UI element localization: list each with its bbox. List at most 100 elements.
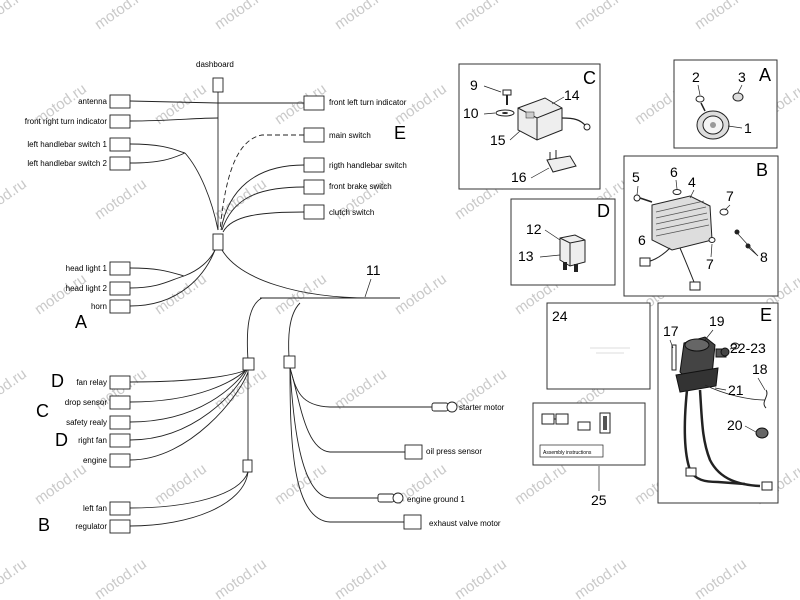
label-safety-realy: safety realy <box>66 418 107 427</box>
assembly-instructions-sheet <box>539 444 604 458</box>
label-engine: engine <box>83 456 108 465</box>
oil-press-sensor-connector <box>404 444 423 460</box>
fan-junction-connector <box>242 459 253 473</box>
label-harness-number: 11 <box>366 262 381 278</box>
watermark-text: motod.ru <box>151 270 209 318</box>
label-right-hb-switch: rigth handlebar switch <box>329 161 407 170</box>
engine-ground-terminal <box>377 493 395 503</box>
label-horn: horn <box>91 302 107 311</box>
watermark-text: motod.ru <box>571 0 629 33</box>
part-4-label: 4 <box>688 174 696 190</box>
watermark-text: motod.ru <box>271 270 329 318</box>
panel-C-letter: C <box>583 68 596 88</box>
part-7a-label: 7 <box>726 188 734 204</box>
part-1-label: 1 <box>744 120 752 136</box>
watermark-text: motod.ru <box>451 555 509 600</box>
watermark-text: motod.ru <box>391 270 449 318</box>
part-20-label: 20 <box>727 417 743 433</box>
watermark-text: motod.ru <box>451 0 509 33</box>
label-exhaust-valve-motor: exhaust valve motor <box>429 519 501 528</box>
watermark-text: motod.ru <box>31 460 89 508</box>
part-2-label: 2 <box>692 69 700 85</box>
letter-B-harness: B <box>38 515 50 535</box>
connector-kit-icon <box>541 412 611 434</box>
watermark-text: motod.ru <box>91 175 149 223</box>
letter-D-harness-2: D <box>55 430 68 450</box>
watermark-text: motod.ru <box>331 0 389 33</box>
assembly-instructions-label: Assembly instructions <box>543 450 592 456</box>
bolt-part-icon <box>633 189 751 249</box>
part-7b-label: 7 <box>706 256 714 272</box>
part-3-label: 3 <box>738 69 746 85</box>
harness-connectors <box>109 77 458 534</box>
left-hb-switch-2-connector <box>109 156 131 171</box>
label-front-left-turn: front left turn indicator <box>329 98 407 107</box>
head-light-2-connector <box>109 281 131 296</box>
harness-wires <box>129 92 432 527</box>
right-hb-switch-connector <box>303 157 325 173</box>
regulator-connector <box>109 519 131 534</box>
left-hb-switch-1-connector <box>109 137 131 152</box>
harness-labels: dashboard antenna front right turn indic… <box>25 60 505 535</box>
panel-B: B 5 6 4 6 7 7 8 <box>623 155 779 297</box>
part-21-label: 21 <box>728 382 744 398</box>
panel-A-letter: A <box>759 65 771 85</box>
label-right-fan: right fan <box>78 436 107 445</box>
part-12-label: 12 <box>526 221 542 237</box>
label-left-fan: left fan <box>83 504 107 513</box>
watermark-text: motod.ru <box>211 365 269 413</box>
wire-loop-icon <box>683 384 773 491</box>
watermark-text: motod.ru <box>691 555 749 600</box>
connector-part-icon <box>546 150 577 173</box>
panel-24: 24 <box>546 302 651 390</box>
horn-connector <box>109 299 131 314</box>
label-oil-press-sensor: oil press sensor <box>426 447 482 456</box>
safety-relay-connector <box>109 415 131 430</box>
sensor-body-icon <box>517 97 591 141</box>
label-head-light-1: head light 1 <box>66 264 108 273</box>
label-left-hb-switch-1: left handlebar switch 1 <box>27 140 107 149</box>
watermark-text: motod.ru <box>0 175 30 223</box>
part-16-label: 16 <box>511 169 527 185</box>
dashboard-junction-connector <box>212 233 224 251</box>
part-9-label: 9 <box>470 77 478 93</box>
panel-A: A 2 3 1 <box>673 59 778 149</box>
left-junction-connector <box>242 357 255 371</box>
drop-sensor-connector <box>109 395 131 410</box>
label-engine-ground-1: engine ground 1 <box>407 495 465 504</box>
panel-D: D 12 13 <box>510 198 616 286</box>
screw-part-icon <box>502 89 512 105</box>
watermark-text: motod.ru <box>91 555 149 600</box>
horn-part-icon <box>696 102 730 140</box>
label-starter-motor: starter motor <box>459 403 505 412</box>
watermark-text: motod.ru <box>571 555 629 600</box>
antenna-connector <box>109 94 131 109</box>
dashboard-connector <box>212 77 224 93</box>
part-10-label: 10 <box>463 105 479 121</box>
label-front-brake-switch: front brake switch <box>329 182 392 191</box>
watermark-text: motod.ru <box>0 555 30 600</box>
front-brake-switch-connector <box>303 179 325 195</box>
label-head-light-2: head light 2 <box>66 284 108 293</box>
part-6a-label: 6 <box>670 164 678 180</box>
panel-B-letter: B <box>756 160 768 180</box>
part-25-label: 25 <box>591 492 607 508</box>
engine-ground-ring <box>392 492 404 504</box>
engine-connector <box>109 453 131 468</box>
panel-D-letter: D <box>597 201 610 221</box>
part-19-label: 19 <box>709 313 725 329</box>
part-22-23-label: 22-23 <box>730 340 766 356</box>
watermark-text: motod.ru <box>691 0 749 33</box>
label-antenna: antenna <box>78 97 107 106</box>
watermark-text: motod.ru <box>271 460 329 508</box>
watermark-text: motod.ru <box>211 0 269 33</box>
starter-motor-ring <box>446 401 458 413</box>
part-15-label: 15 <box>490 132 506 148</box>
part-6b-label: 6 <box>638 232 646 248</box>
label-drop-sensor: drop sensor <box>65 398 108 407</box>
regulator-part-icon <box>639 195 713 291</box>
label-regulator: regulator <box>75 522 107 531</box>
panel-E: E 17 19 22-23 18 21 20 <box>657 302 779 504</box>
exhaust-valve-connector <box>403 514 422 530</box>
